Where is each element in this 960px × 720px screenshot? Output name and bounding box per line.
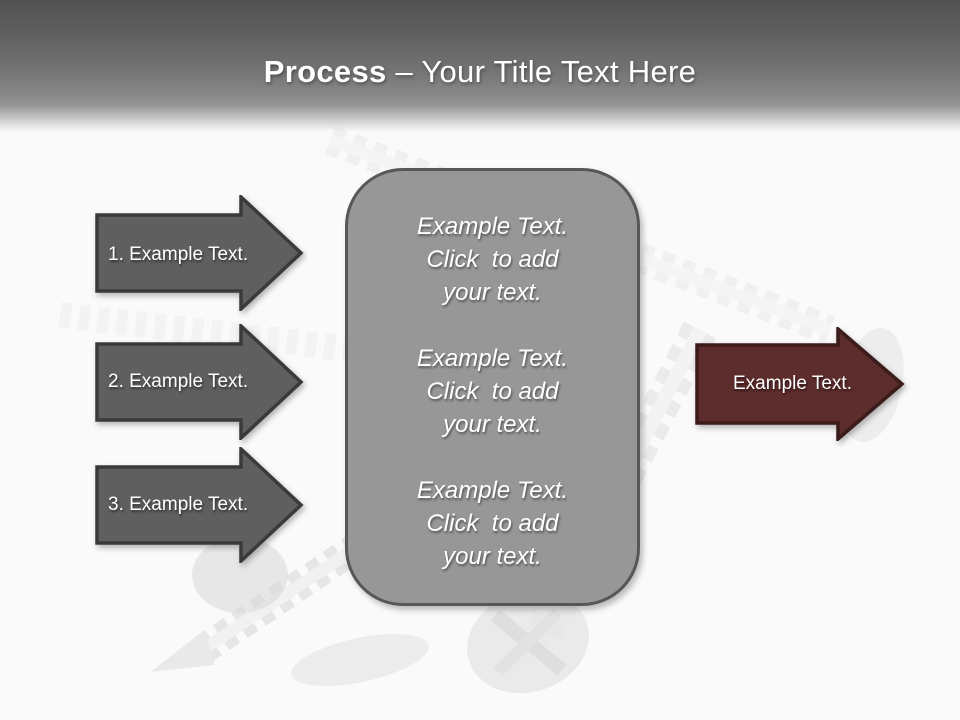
process-step-2-label: 2. Example Text. [108,371,249,392]
summary-line: your text. [443,411,542,438]
summary-block-1: Example Text. Click to add your text. [345,210,640,309]
summary-line: your text. [443,279,542,306]
process-step-arrow-3 [95,447,304,563]
process-summary-text: Example Text. Click to add your text. Ex… [345,210,640,606]
summary-line: Example Text. [416,213,569,240]
process-step-arrow-1 [95,195,304,311]
process-step-3-label: 3. Example Text. [108,494,249,515]
process-step-arrow-2 [95,324,304,440]
process-step-1-label: 1. Example Text. [108,244,249,265]
slide-title-separator: – [386,54,422,89]
process-result-label: Example Text. [733,373,852,394]
summary-line: Click to add [426,378,559,405]
slide-title: Process – Your Title Text Here [0,54,960,90]
slide-title-keyword: Process [263,54,387,89]
title-bar [0,0,960,140]
summary-line: Click to add [426,246,559,273]
summary-block-2: Example Text. Click to add your text. [345,342,640,441]
summary-line: Example Text. [416,345,569,372]
summary-block-3: Example Text. Click to add your text. [345,474,640,573]
summary-line: Click to add [426,510,559,537]
process-result-arrow [695,327,905,441]
process-summary-box [345,168,640,606]
summary-line: Example Text. [416,477,569,504]
slide-title-subtitle: Your Title Text Here [421,54,697,89]
summary-line: your text. [443,543,542,570]
